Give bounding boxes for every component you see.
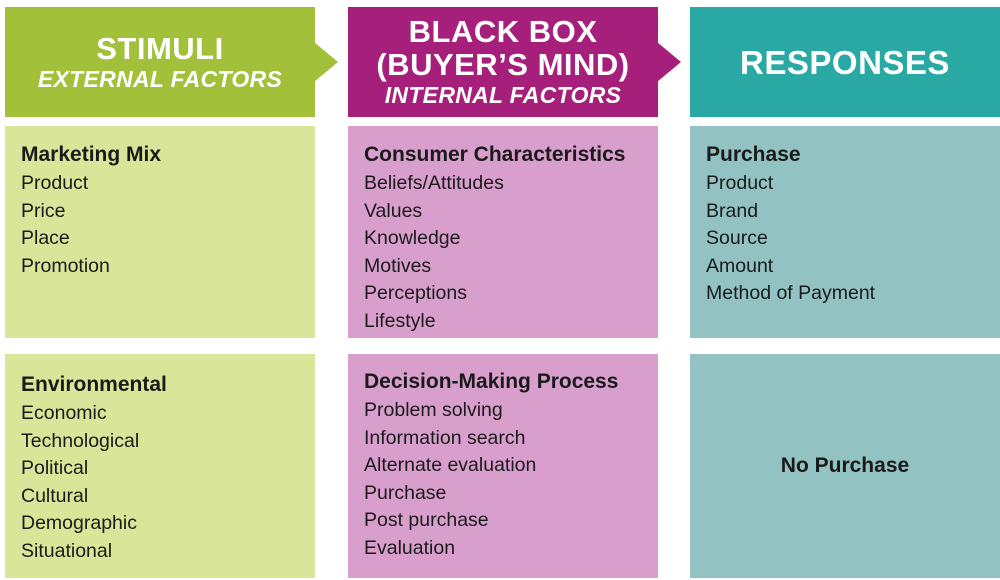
box-title: Purchase <box>706 143 801 166</box>
list-item: Political <box>21 457 89 479</box>
list-item: Amount <box>706 254 774 277</box>
environmental-box: Environmental Economic Technological Pol… <box>5 354 315 578</box>
purchase-box: Purchase Product Brand Source Amount Met… <box>690 126 1000 338</box>
list-item: Values <box>364 199 423 222</box>
list-item: Demographic <box>21 512 137 534</box>
list-item: Place <box>21 227 70 249</box>
decision-making-box: Decision-Making Process Problem solving … <box>348 354 658 578</box>
list-item: Lifestyle <box>364 309 436 332</box>
arrow-right-icon <box>314 42 338 82</box>
item-list: Product Brand Source Amount Method of Pa… <box>706 170 1000 308</box>
list-item: Method of Payment <box>706 282 876 304</box>
item-list: Beliefs/Attitudes Values Knowledge Motiv… <box>364 170 658 335</box>
consumer-characteristics-box: Consumer Characteristics Beliefs/Attitud… <box>348 126 658 338</box>
list-item: Beliefs/Attitudes <box>364 172 504 194</box>
stimuli-title: STIMULI <box>96 30 224 66</box>
black-box-title-line2: (BUYER’S MIND) <box>376 47 630 82</box>
list-item: Post purchase <box>364 509 489 531</box>
arrow-right-icon <box>657 42 681 82</box>
box-title: No Purchase <box>780 454 910 477</box>
item-list: Product Price Place Promotion <box>21 170 315 280</box>
list-item: Cultural <box>21 484 89 507</box>
list-item: Perceptions <box>364 282 467 304</box>
stimuli-subtitle: EXTERNAL FACTORS <box>37 65 283 92</box>
list-item: Product <box>21 172 89 194</box>
stimuli-header: STIMULI EXTERNAL FACTORS <box>5 7 315 117</box>
box-title: Consumer Characteristics <box>364 143 626 166</box>
box-title: Decision-Making Process <box>364 370 619 393</box>
black-box-header: BLACK BOX (BUYER’S MIND) INTERNAL FACTOR… <box>348 7 658 117</box>
black-box-title-line1: BLACK BOX <box>408 14 598 49</box>
list-item: Problem solving <box>364 399 503 421</box>
list-item: Knowledge <box>364 227 461 249</box>
black-box-subtitle: INTERNAL FACTORS <box>384 82 622 108</box>
list-item: Purchase <box>364 481 447 504</box>
list-item: Promotion <box>21 254 110 277</box>
box-title: Environmental <box>21 373 167 396</box>
item-list: Problem solving Information search Alter… <box>364 397 658 562</box>
item-list: Economic Technological Political Cultura… <box>21 400 315 565</box>
list-item: Situational <box>21 539 113 562</box>
list-item: Evaluation <box>364 536 456 559</box>
list-item: Technological <box>21 429 140 452</box>
list-item: Brand <box>706 199 759 222</box>
list-item: Product <box>706 172 774 194</box>
responses-title: RESPONSES <box>740 43 950 81</box>
list-item: Economic <box>21 402 107 424</box>
list-item: Information search <box>364 426 526 449</box>
list-item: Price <box>21 199 66 222</box>
marketing-mix-box: Marketing Mix Product Price Place Promot… <box>5 126 315 338</box>
no-purchase-box: No Purchase <box>690 354 1000 578</box>
list-item: Alternate evaluation <box>364 454 537 476</box>
box-title: Marketing Mix <box>21 143 162 166</box>
list-item: Motives <box>364 254 432 277</box>
responses-header: RESPONSES <box>690 7 1000 117</box>
list-item: Source <box>706 227 768 249</box>
